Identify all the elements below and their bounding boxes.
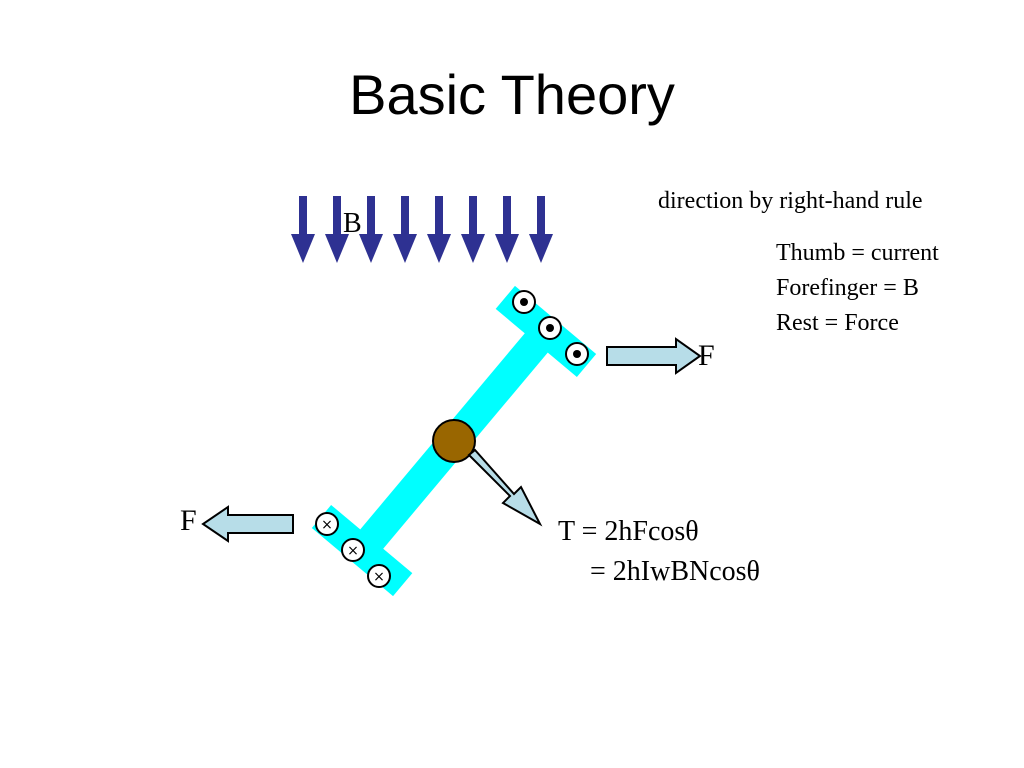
current-in-marker: × <box>341 538 365 562</box>
svg-text:×: × <box>321 517 333 533</box>
field-arrow <box>291 196 315 263</box>
current-out-marker <box>565 342 589 366</box>
force-label-left: F <box>180 504 197 537</box>
page-title: Basic Theory <box>349 63 675 126</box>
field-label: B <box>343 208 362 239</box>
field-arrow <box>393 196 417 263</box>
svg-text:×: × <box>373 569 385 585</box>
equation-line-2: = 2hIwBNcosθ <box>590 556 760 587</box>
current-out-marker <box>512 290 536 314</box>
force-arrow-right <box>606 337 702 375</box>
current-in-marker: × <box>315 512 339 536</box>
rule-rest: Rest = Force <box>776 310 899 336</box>
current-in-markers: × × × <box>315 512 391 588</box>
rule-thumb: Thumb = current <box>776 240 939 266</box>
force-label-right: F <box>698 339 715 372</box>
pivot-axle <box>432 419 476 463</box>
magnetic-field-arrows <box>291 196 553 263</box>
right-hand-rule-note: direction by right-hand rule <box>658 188 923 214</box>
torque-equation: T = 2hFcosθ = 2hIwBNcosθ <box>558 512 760 592</box>
field-arrow <box>529 196 553 263</box>
current-in-marker: × <box>367 564 391 588</box>
force-arrow-left <box>201 505 294 543</box>
field-arrow <box>325 196 349 263</box>
field-arrow <box>495 196 519 263</box>
right-hand-rule-list: Thumb = current Forefinger = B Rest = Fo… <box>776 236 939 341</box>
current-out-markers <box>512 290 589 366</box>
torque-arrow <box>467 448 543 527</box>
svg-text:×: × <box>347 543 359 559</box>
field-arrow <box>359 196 383 263</box>
equation-line-1: T = 2hFcosθ <box>558 516 699 547</box>
current-out-marker <box>538 316 562 340</box>
field-arrow <box>461 196 485 263</box>
rule-forefinger: Forefinger = B <box>776 275 919 301</box>
field-arrow <box>427 196 451 263</box>
